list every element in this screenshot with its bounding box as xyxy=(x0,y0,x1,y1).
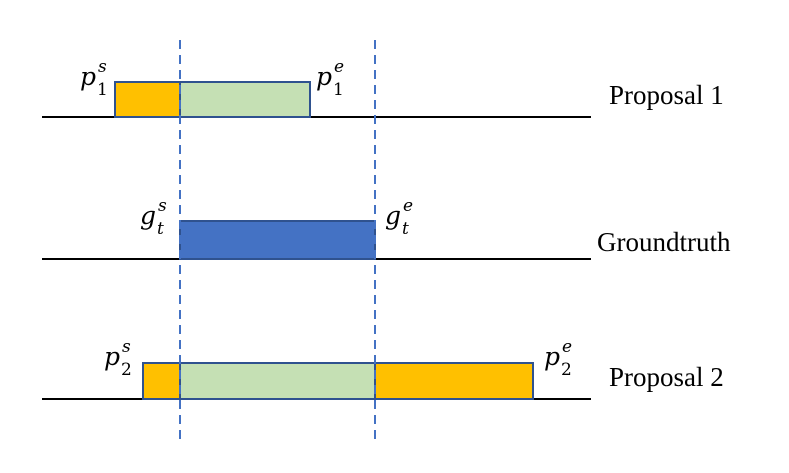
svg-text:2: 2 xyxy=(121,360,132,380)
proposal-1-start-symbol: p s 1 xyxy=(80,57,108,100)
groundtruth-start-symbol: g s t xyxy=(140,196,167,239)
svg-text:e: e xyxy=(334,57,344,77)
svg-text:t: t xyxy=(157,219,164,239)
svg-text:p: p xyxy=(544,342,560,371)
proposal-2-right-non-overlap-segment xyxy=(374,362,534,400)
proposal-2-overlap-segment xyxy=(179,362,376,400)
svg-text:1: 1 xyxy=(333,80,344,100)
proposal-1-non-overlap-segment xyxy=(114,81,181,118)
svg-text:g: g xyxy=(140,201,156,230)
proposal-1-end-symbol: p e 1 xyxy=(316,57,344,100)
svg-text:s: s xyxy=(158,196,167,216)
svg-text:2: 2 xyxy=(561,360,572,380)
groundtruth-label: Groundtruth xyxy=(597,227,731,257)
svg-text:e: e xyxy=(562,337,572,357)
svg-text:p: p xyxy=(80,62,96,91)
svg-text:e: e xyxy=(403,196,413,216)
proposal-2-end-symbol: p e 2 xyxy=(544,337,572,380)
proposal-2-label: Proposal 2 xyxy=(609,362,724,392)
proposal-2-left-non-overlap-segment xyxy=(142,362,181,400)
svg-text:s: s xyxy=(122,337,131,357)
svg-text:g: g xyxy=(385,201,401,230)
groundtruth-segment xyxy=(179,220,376,260)
svg-text:p: p xyxy=(104,342,120,371)
svg-text:s: s xyxy=(98,57,107,77)
groundtruth-end-symbol: g e t xyxy=(385,196,413,239)
svg-text:t: t xyxy=(402,219,409,239)
proposal-1-overlap-segment xyxy=(179,81,311,118)
svg-text:p: p xyxy=(316,62,332,91)
svg-text:1: 1 xyxy=(97,80,108,100)
proposal-1-label: Proposal 1 xyxy=(609,80,724,110)
proposal-2-start-symbol: p s 2 xyxy=(104,337,132,380)
